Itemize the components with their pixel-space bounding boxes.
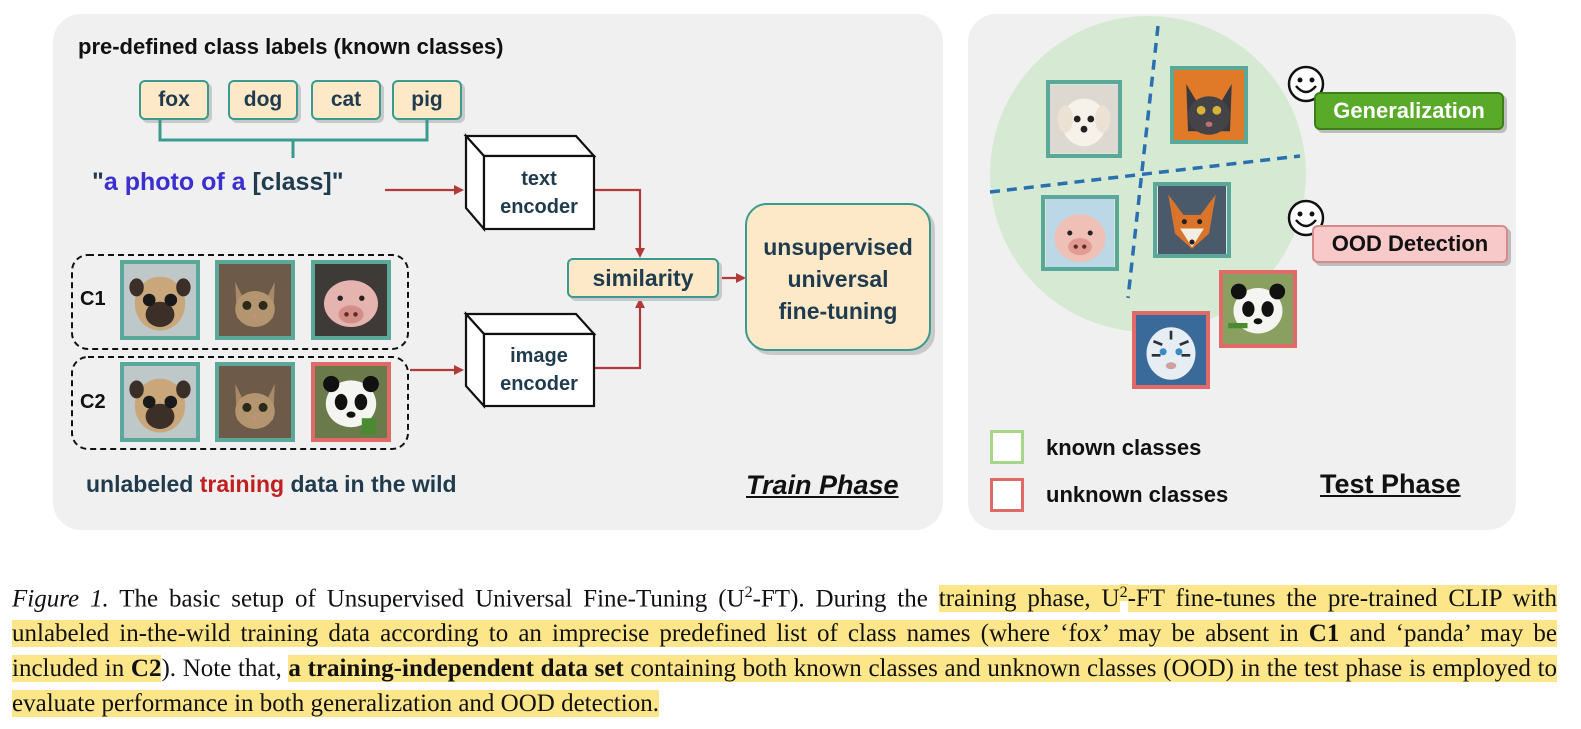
smiley-icon bbox=[1287, 65, 1325, 103]
test-dog-photo bbox=[1046, 80, 1122, 158]
c2-panda-photo bbox=[311, 362, 391, 442]
text-encoder-line2: encoder bbox=[500, 196, 578, 218]
dashed-boundary-1 bbox=[1126, 25, 1160, 299]
text-encoder-line1: text bbox=[521, 168, 557, 190]
legend-known-label: known classes bbox=[1046, 435, 1202, 460]
class-labels-title: pre-defined class labels (known classes) bbox=[78, 34, 504, 59]
train-phase-label: Train Phase bbox=[746, 470, 899, 500]
test-panda-photo bbox=[1219, 270, 1297, 348]
group-c2-frame bbox=[71, 356, 409, 450]
group-c1-label: C1 bbox=[80, 288, 106, 310]
caption-text-1: The basic setup of Unsupervised Universa… bbox=[108, 585, 745, 613]
c1-cat-photo bbox=[215, 260, 295, 340]
caption-bold-c1: C1 bbox=[1308, 620, 1340, 648]
class-chip-fox: fox bbox=[139, 80, 209, 120]
image-encoder-line1: image bbox=[510, 345, 568, 367]
text-encoder-label: text encoder bbox=[484, 165, 594, 221]
class-bracket bbox=[158, 118, 429, 158]
test-tiger-photo bbox=[1132, 311, 1210, 389]
legend-known-swatch bbox=[990, 430, 1024, 464]
c1-pug-photo bbox=[120, 260, 200, 340]
prompt-class: [class] bbox=[252, 168, 332, 196]
data-caption-part2: training bbox=[199, 471, 285, 497]
caption-bold-dataset: a training-independent data set bbox=[288, 655, 624, 683]
prompt-quote-close: " bbox=[331, 168, 344, 196]
caption-text-3: ). Note that, bbox=[161, 655, 289, 683]
caption-sup-1: 2 bbox=[744, 584, 753, 601]
caption-highlight-1: training phase, U bbox=[938, 585, 1120, 613]
c2-pug-photo bbox=[120, 362, 200, 442]
prompt-quote-open: " bbox=[92, 168, 104, 196]
legend-unknown-label: unknown classes bbox=[1046, 482, 1229, 507]
ood-detection-badge: OOD Detection bbox=[1312, 225, 1508, 263]
training-data-caption: unlabeled training data in the wild bbox=[86, 471, 457, 498]
group-c2-label: C2 bbox=[80, 391, 106, 413]
image-encoder-line2: encoder bbox=[500, 373, 578, 395]
test-pig-photo bbox=[1041, 195, 1119, 271]
caption-bold-c2: C2 bbox=[130, 655, 162, 683]
prompt-template: "a photo of a [class]" bbox=[92, 168, 344, 197]
class-chip-pig: pig bbox=[392, 80, 462, 120]
result-line1: unsupervised bbox=[763, 234, 913, 260]
dashed-boundary-2 bbox=[989, 154, 1301, 194]
generalization-badge: Generalization bbox=[1314, 92, 1504, 130]
result-line3: fine-tuning bbox=[778, 298, 898, 324]
test-fox-photo bbox=[1153, 182, 1231, 258]
figure-caption: Figure 1. The basic setup of Unsupervise… bbox=[12, 575, 1558, 721]
similarity-box: similarity bbox=[567, 258, 719, 298]
c1-pig-photo bbox=[311, 260, 391, 340]
image-encoder-label: image encoder bbox=[484, 342, 594, 398]
result-box: unsupervised universal fine-tuning bbox=[745, 203, 931, 351]
caption-text-2: -FT). During the bbox=[752, 585, 939, 613]
test-phase-label: Test Phase bbox=[1320, 469, 1461, 499]
class-chip-cat: cat bbox=[311, 80, 381, 120]
image-encoder-box bbox=[463, 311, 597, 409]
data-caption-part3: data in the wild bbox=[284, 471, 457, 497]
legend-unknown-swatch bbox=[990, 478, 1024, 512]
c2-cat-photo bbox=[215, 362, 295, 442]
figure-number: Figure 1. bbox=[12, 585, 109, 613]
text-encoder-box bbox=[463, 133, 597, 232]
data-caption-part1: unlabeled bbox=[86, 471, 200, 497]
train-connectors bbox=[71, 118, 746, 450]
group-c1-frame bbox=[71, 254, 409, 350]
class-chip-dog: dog bbox=[228, 80, 298, 120]
result-line2: universal bbox=[787, 266, 889, 292]
caption-sup-2: 2 bbox=[1119, 584, 1128, 601]
prompt-main: a photo of a bbox=[103, 168, 253, 196]
test-cat-photo bbox=[1170, 66, 1248, 144]
flow-arrows bbox=[385, 185, 746, 375]
